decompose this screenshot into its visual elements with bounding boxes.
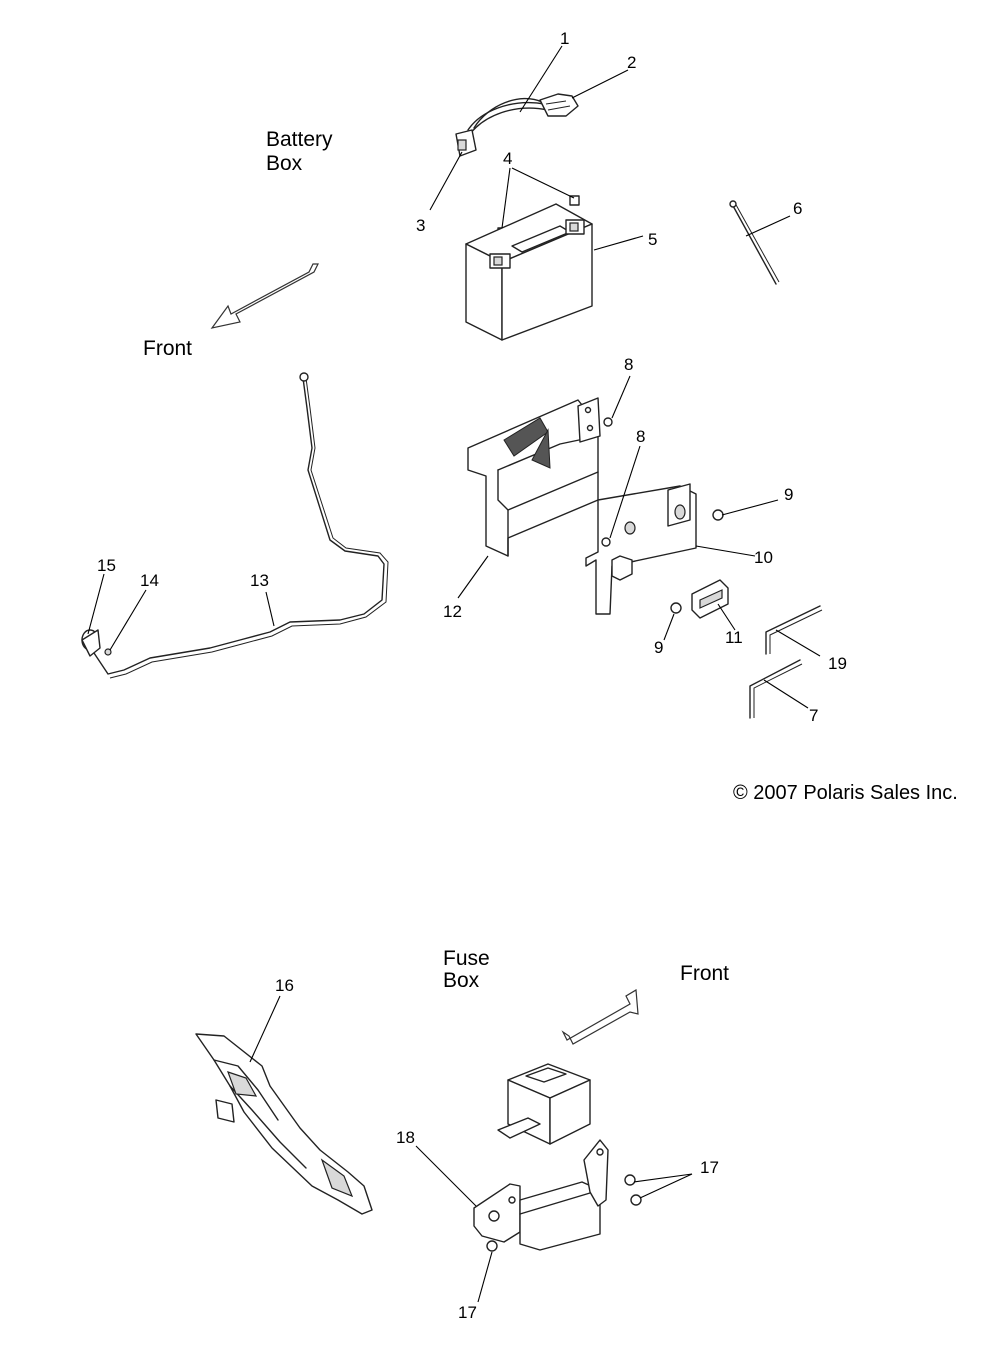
battery-box-title-line2: Box — [266, 152, 303, 175]
callout-19: 19 — [828, 654, 847, 673]
callout-9b: 9 — [654, 638, 663, 657]
fuse-front-label: Front — [680, 962, 729, 985]
callout-4: 4 — [503, 149, 512, 168]
callout-7: 7 — [809, 706, 818, 725]
fuse-panel-cover — [195, 1033, 373, 1215]
battery-leader-lines — [87, 45, 821, 709]
callout-12: 12 — [443, 602, 462, 621]
callout-1: 1 — [560, 29, 569, 48]
battery-cable — [81, 372, 389, 679]
callout-18: 18 — [396, 1128, 415, 1147]
callout-17a: 17 — [700, 1158, 719, 1177]
fuse-box-title-line2: Box — [443, 969, 480, 992]
copyright-text: © 2007 Polaris Sales Inc. — [733, 782, 958, 804]
callout-17b: 17 — [458, 1303, 477, 1322]
fuse-leader-lines — [249, 995, 693, 1303]
callout-16: 16 — [275, 976, 294, 995]
battery-box-title-line1: Battery — [266, 128, 333, 151]
battery-strap-rod — [729, 200, 780, 285]
battery-front-label: Front — [143, 337, 192, 360]
battery-box-tray — [467, 397, 724, 615]
fuse-box-title-line1: Fuse — [443, 947, 490, 970]
callout-6: 6 — [793, 199, 802, 218]
front-direction-arrow-battery — [210, 263, 319, 329]
battery-fuse-block — [691, 579, 729, 619]
callout-2: 2 — [627, 53, 636, 72]
callout-9a: 9 — [784, 485, 793, 504]
callout-5: 5 — [648, 230, 657, 249]
callout-15: 15 — [97, 556, 116, 575]
callout-13: 13 — [250, 571, 269, 590]
callout-14: 14 — [140, 571, 159, 590]
callout-3: 3 — [416, 216, 425, 235]
fuse-box-unit — [497, 1063, 591, 1145]
callout-10: 10 — [754, 548, 773, 567]
front-direction-arrow-fuse — [561, 988, 639, 1045]
callout-8b: 8 — [636, 427, 645, 446]
callout-11: 11 — [725, 628, 743, 647]
fuse-mount-bracket — [473, 1139, 642, 1252]
battery-harness-part — [455, 93, 579, 157]
callout-8a: 8 — [624, 355, 633, 374]
battery-part — [465, 203, 593, 341]
hex-key-tools — [749, 605, 823, 719]
